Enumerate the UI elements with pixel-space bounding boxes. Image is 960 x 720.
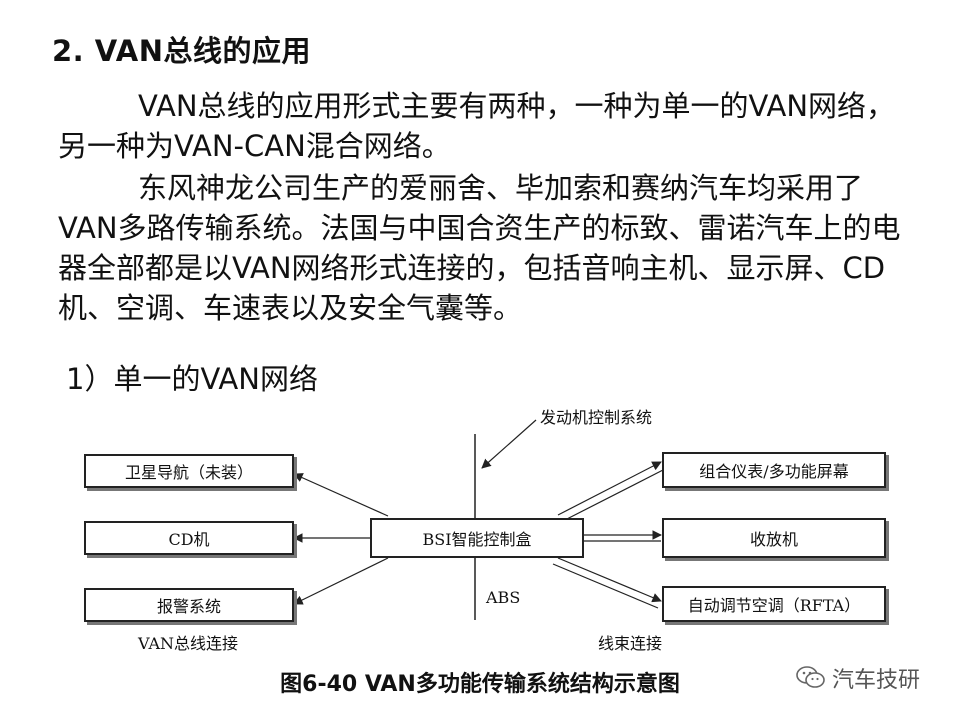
box-alarm-system: 报警系统 (84, 588, 294, 622)
box-satnav: 卫星导航（未装） (84, 454, 294, 488)
box-instrument-cluster: 组合仪表/多功能屏幕 (662, 452, 886, 488)
section-heading: 2. VAN总线的应用 (52, 34, 311, 68)
van-network-diagram: 卫星导航（未装） CD机 报警系统 BSI智能控制盒 组合仪表/多功能屏幕 收放… (58, 398, 918, 656)
arrow-to-satnav (293, 473, 389, 517)
label-engine-control: 发动机控制系统 (540, 408, 653, 427)
label-van-bus: VAN总线连接 (138, 634, 239, 653)
arrow-to-cluster-b (562, 469, 664, 522)
label-abs: ABS (486, 588, 521, 607)
arrow-to-cluster-a (557, 461, 662, 516)
figure-caption: 图6-40 VAN多功能传输系统结构示意图 (280, 672, 680, 697)
box-bsi-controller: BSI智能控制盒 (370, 518, 584, 558)
subheading: 1）单一的VAN网络 (66, 362, 318, 396)
arrow-to-alarm (293, 557, 389, 605)
paragraph-2: 东风神龙公司生产的爱丽舍、毕加索和赛纳汽车均采用了VAN多路传输系统。法国与中国… (58, 171, 901, 325)
arrow-to-ac-a (557, 557, 662, 603)
box-cd-player: CD机 (84, 521, 294, 555)
engine-control-arrow (481, 419, 537, 469)
watermark: 汽车技研 (796, 662, 920, 694)
watermark-text: 汽车技研 (832, 668, 921, 693)
wechat-icon (796, 665, 826, 691)
arrow-to-ac-b (552, 563, 659, 609)
paragraph-1: VAN总线的应用形式主要有两种，一种为单一的VAN网络，另一种为VAN-CAN混… (58, 89, 896, 163)
diagram-lines (293, 419, 664, 620)
box-auto-ac: 自动调节空调（RFTA） (662, 586, 886, 622)
box-radio: 收放机 (662, 518, 886, 558)
label-wiring: 线束连接 (598, 634, 663, 653)
